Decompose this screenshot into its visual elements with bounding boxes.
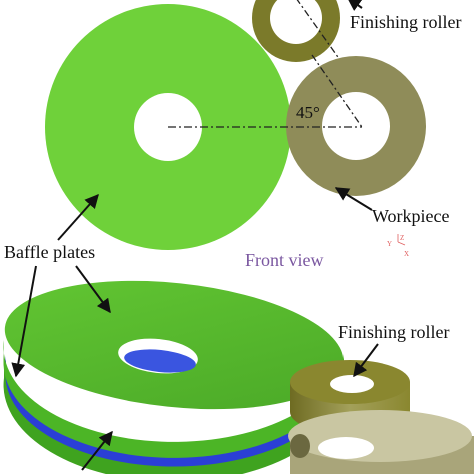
- workpiece-arrow: [334, 187, 373, 211]
- baffle-plates-label: Baffle plates: [4, 242, 95, 262]
- axis-z-label: Z: [400, 234, 404, 242]
- finishing-roller-top-arrow: [346, 0, 363, 12]
- workpiece-front-shape: [286, 56, 426, 196]
- baffle-arrow-to-lower: [11, 265, 37, 378]
- axis-triad: Z Y X: [387, 234, 409, 258]
- isometric-pointer-arrow: [81, 430, 113, 471]
- axis-y-label: Y: [387, 240, 392, 248]
- finishing-roller-bottom-label: Finishing roller: [338, 322, 450, 342]
- finishing-roller-bottom-arrow: [353, 343, 379, 378]
- front-view: 45° Finishing roller Workpiece Front vie…: [45, 0, 462, 270]
- baffle-arrow-to-upper: [75, 265, 111, 314]
- axis-x-label: X: [404, 250, 409, 258]
- finishing-roller-top-shape: [252, 0, 341, 62]
- workpiece-label: Workpiece: [372, 206, 450, 226]
- front-view-caption: Front view: [245, 250, 324, 270]
- workpiece-bottom-shape: [288, 410, 474, 474]
- isometric-view: Finishing roller: [3, 280, 474, 474]
- angle-label: 45°: [296, 103, 320, 122]
- finishing-roller-top-label: Finishing roller: [350, 12, 462, 32]
- baffle-arrow-to-front: [57, 193, 99, 241]
- plate-hole-inner: [124, 349, 196, 373]
- baffle-plates-callout: Baffle plates: [4, 193, 111, 378]
